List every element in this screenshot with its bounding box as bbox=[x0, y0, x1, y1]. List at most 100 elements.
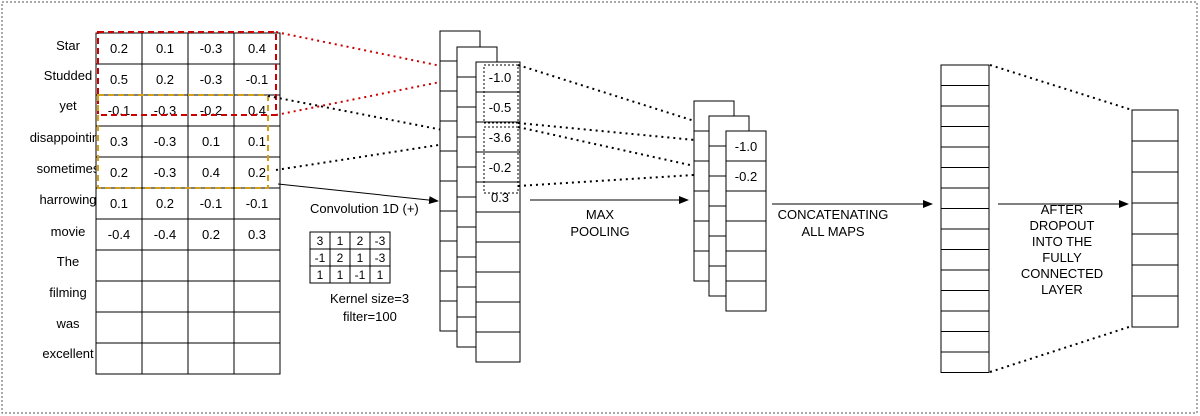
embedding-value: 0.3 bbox=[248, 227, 266, 242]
kernel-value: 1 bbox=[357, 251, 364, 265]
embedding-value: 0.3 bbox=[110, 134, 128, 149]
embedding-cell bbox=[141, 63, 189, 96]
feature-map-value: 0.3 bbox=[491, 190, 509, 205]
feature-map-front-cell bbox=[475, 301, 521, 333]
concat-cell bbox=[940, 187, 990, 209]
embedding-cell bbox=[187, 187, 235, 220]
word-label: harrowing bbox=[39, 192, 96, 207]
embedding-cell bbox=[141, 249, 189, 282]
embedding-value: -0.3 bbox=[154, 165, 176, 180]
embedding-value: 0.1 bbox=[110, 196, 128, 211]
embedding-cell bbox=[95, 311, 143, 344]
embedding-value: -0.3 bbox=[154, 134, 176, 149]
kernel-value: -1 bbox=[315, 251, 326, 265]
conv-arrow bbox=[277, 183, 439, 205]
fc-cell bbox=[1131, 202, 1179, 235]
kernel-value: -1 bbox=[355, 268, 366, 282]
embedding-cell bbox=[95, 187, 143, 220]
concat-cell bbox=[940, 126, 990, 148]
embedding-cell bbox=[187, 342, 235, 375]
embedding-value: -0.1 bbox=[246, 72, 268, 87]
kernel-size-label: Kernel size=3 bbox=[330, 291, 409, 306]
embedding-cell bbox=[95, 342, 143, 375]
pooled-front-cell bbox=[725, 250, 767, 282]
embedding-cell bbox=[95, 156, 143, 189]
dropout-label-line: AFTER bbox=[1041, 202, 1084, 217]
feature-map-front-cell bbox=[475, 151, 521, 183]
max-pooling-label-line1: MAX bbox=[586, 207, 615, 222]
word-label: sometimes bbox=[37, 161, 100, 176]
concat-label-line1: CONCATENATING bbox=[778, 207, 889, 222]
word-label: excellent bbox=[42, 346, 94, 361]
dropout-label-line: INTO THE bbox=[1032, 234, 1093, 249]
feature-map-front-cell bbox=[475, 211, 521, 243]
embedding-value: -0.4 bbox=[108, 227, 130, 242]
word-label: Studded bbox=[44, 68, 92, 83]
fc-cell bbox=[1131, 264, 1179, 297]
feature-map-front-cell bbox=[475, 241, 521, 273]
fc-cell bbox=[1131, 171, 1179, 204]
dropout-label-line: FULLY bbox=[1042, 250, 1082, 265]
feature-map-value: -3.6 bbox=[489, 130, 511, 145]
embedding-cell bbox=[233, 63, 281, 96]
pool-connector-1 bbox=[517, 64, 727, 132]
embedding-cell bbox=[141, 342, 189, 375]
embedding-value: 0.5 bbox=[110, 72, 128, 87]
conv-label: Convolution 1D (+) bbox=[310, 201, 419, 216]
embedding-cell bbox=[187, 156, 235, 189]
embedding-value: 0.1 bbox=[202, 134, 220, 149]
embedding-cell bbox=[95, 249, 143, 282]
concat-cell bbox=[940, 249, 990, 271]
embedding-value: 0.1 bbox=[156, 41, 174, 56]
kernel-value: 2 bbox=[357, 234, 364, 248]
embedding-cell bbox=[187, 311, 235, 344]
pooled-front-cell bbox=[725, 220, 767, 252]
black-connector-top bbox=[267, 95, 485, 139]
embedding-value: 0.2 bbox=[248, 165, 266, 180]
kernel-value: 1 bbox=[337, 234, 344, 248]
embedding-value: 0.4 bbox=[202, 165, 220, 180]
feature-map-value: -1.0 bbox=[489, 70, 511, 85]
concat-cell bbox=[940, 85, 990, 107]
embedding-value: -0.3 bbox=[200, 72, 222, 87]
embedding-cell bbox=[233, 311, 281, 344]
kernel-value: 3 bbox=[317, 234, 324, 248]
embedding-cell bbox=[187, 249, 235, 282]
kernel-value: -3 bbox=[375, 251, 386, 265]
feature-map-front-cell bbox=[475, 91, 521, 123]
embedding-value: -0.3 bbox=[200, 41, 222, 56]
word-label: was bbox=[55, 316, 80, 331]
embedding-value: 0.2 bbox=[156, 196, 174, 211]
embedding-cell bbox=[187, 218, 235, 251]
word-label: The bbox=[57, 254, 79, 269]
pooled-map-stack: -1.0-0.2 bbox=[693, 100, 767, 312]
kernel-value: 1 bbox=[317, 268, 324, 282]
kernel-cell bbox=[369, 265, 391, 284]
embedding-value: 0.2 bbox=[202, 227, 220, 242]
feature-map-front-cell bbox=[475, 271, 521, 303]
pooled-front-cell bbox=[725, 130, 767, 162]
kernel-value: 1 bbox=[377, 268, 384, 282]
concat-label-line2: ALL MAPS bbox=[801, 224, 864, 239]
dropout-label-line: DROPOUT bbox=[1030, 218, 1095, 233]
embedding-cell bbox=[141, 311, 189, 344]
pool-window-2 bbox=[483, 126, 519, 194]
embedding-value: 0.4 bbox=[248, 41, 266, 56]
embedding-cell bbox=[233, 280, 281, 313]
embedding-value: 0.2 bbox=[110, 41, 128, 56]
embedding-value: -0.1 bbox=[200, 196, 222, 211]
fc-cell bbox=[1131, 140, 1179, 173]
embedding-cell bbox=[233, 125, 281, 158]
concat-cell bbox=[940, 351, 990, 373]
word-label: disappointing bbox=[30, 130, 107, 145]
embedding-cell bbox=[141, 32, 189, 65]
kernel-value: 1 bbox=[337, 268, 344, 282]
word-label: yet bbox=[59, 98, 77, 113]
embedding-cell bbox=[233, 218, 281, 251]
fc-cell bbox=[1131, 295, 1179, 328]
pooled-value: -0.2 bbox=[735, 169, 757, 184]
